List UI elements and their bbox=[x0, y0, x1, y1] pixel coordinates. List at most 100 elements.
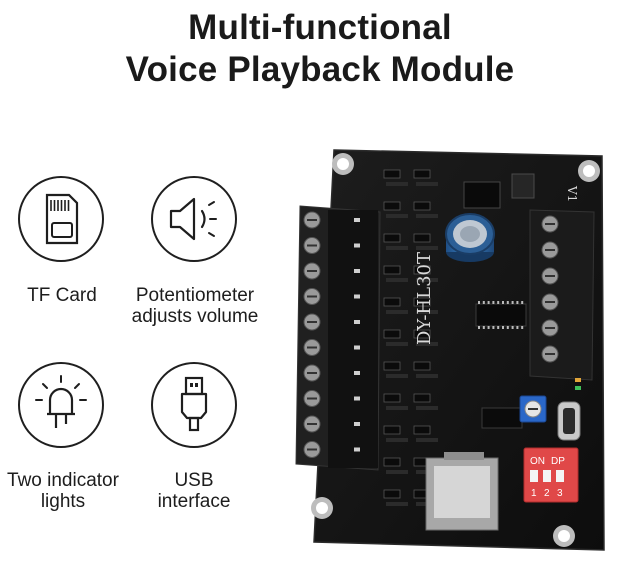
feature-label-potentiometer-line2: adjusts volume bbox=[131, 306, 259, 327]
feature-circle-tf-card bbox=[18, 176, 104, 262]
electrolytic-capacitor bbox=[445, 213, 495, 262]
voice-module-board-image: DY-HL30T V1 bbox=[268, 140, 640, 560]
smd-chip bbox=[413, 425, 431, 435]
regulator-chip bbox=[463, 181, 501, 209]
feature-label-indicator-line2: lights bbox=[40, 491, 86, 512]
feature-label-usb-line1: USB bbox=[174, 470, 214, 491]
terminal-screw bbox=[541, 215, 559, 233]
smd-resistor bbox=[386, 182, 408, 186]
terminal-screw bbox=[541, 241, 559, 259]
terminal-screw bbox=[541, 345, 559, 363]
smd-chip bbox=[383, 393, 401, 403]
smd-chip bbox=[383, 297, 401, 307]
dip-number-1: 1 bbox=[531, 488, 537, 499]
smd-chip bbox=[413, 361, 431, 371]
smd-resistor bbox=[386, 342, 408, 346]
usb-port bbox=[557, 401, 581, 441]
feature-label-indicator: Two indicator lights bbox=[0, 470, 130, 512]
right-terminal-screws bbox=[541, 215, 559, 363]
smd-resistor bbox=[416, 406, 438, 410]
potentiometer bbox=[519, 395, 547, 423]
dip-number-2: 2 bbox=[544, 488, 550, 499]
smd-chip bbox=[413, 233, 431, 243]
smd-chip bbox=[413, 393, 431, 403]
smd-resistor bbox=[386, 438, 408, 442]
dip-on-label: ON bbox=[530, 456, 545, 467]
pcb-board: DY-HL30T V1 bbox=[295, 149, 605, 551]
smd-resistor bbox=[386, 246, 408, 250]
feature-label-tf-card: TF Card bbox=[27, 285, 97, 306]
smd-chip bbox=[383, 201, 401, 211]
smd-resistor bbox=[416, 182, 438, 186]
page-title-line-1: Multi-functional bbox=[188, 8, 452, 47]
terminal-screw bbox=[303, 211, 360, 229]
smd-chip bbox=[383, 329, 401, 339]
terminal-screw bbox=[303, 339, 360, 356]
feature-label-usb: USB interface bbox=[136, 470, 252, 512]
smd-components bbox=[383, 169, 438, 506]
board-model-label: DY-HL30T bbox=[414, 252, 435, 345]
indicator-light-icon bbox=[35, 375, 87, 428]
smd-resistor bbox=[386, 470, 408, 474]
smd-chip bbox=[383, 265, 401, 275]
smd-resistor bbox=[386, 502, 408, 506]
feature-label-indicator-line1: Two indicator bbox=[7, 470, 119, 491]
usb-plug-icon bbox=[180, 376, 208, 432]
feature-label-potentiometer: Potentiometer adjusts volume bbox=[120, 285, 270, 327]
smd-chip bbox=[413, 169, 431, 179]
smd-chip bbox=[383, 169, 401, 179]
tf-card-icon bbox=[45, 193, 79, 245]
smd-resistor bbox=[416, 310, 438, 314]
smd-chip bbox=[413, 297, 431, 307]
smd-chip bbox=[413, 201, 431, 211]
smd-resistor bbox=[416, 342, 438, 346]
mounting-holes bbox=[311, 153, 600, 547]
board-version-label: V1 bbox=[565, 185, 579, 202]
terminal-screw bbox=[541, 267, 559, 285]
smd-resistor bbox=[386, 406, 408, 410]
left-terminal-screws bbox=[303, 211, 360, 458]
smd-resistor bbox=[416, 214, 438, 218]
smd-chip bbox=[413, 329, 431, 339]
smd-resistor bbox=[416, 374, 438, 378]
indicator-leds bbox=[575, 378, 581, 390]
terminal-screw bbox=[303, 288, 360, 305]
smd-resistor bbox=[386, 374, 408, 378]
inductor bbox=[511, 173, 535, 199]
terminal-screw bbox=[303, 390, 360, 407]
tf-card-slot bbox=[425, 452, 499, 531]
dip-dp-label: DP bbox=[551, 456, 565, 467]
terminal-screw bbox=[303, 237, 360, 254]
main-ic bbox=[475, 303, 527, 327]
smd-resistor bbox=[416, 278, 438, 282]
terminal-screw bbox=[303, 441, 360, 458]
smd-resistor bbox=[416, 246, 438, 250]
smd-chip bbox=[383, 457, 401, 467]
amplifier-ic bbox=[481, 407, 523, 429]
right-terminal-block bbox=[529, 209, 595, 381]
dip-number-3: 3 bbox=[557, 488, 563, 499]
feature-label-usb-line2: interface bbox=[157, 491, 231, 512]
page-title-line-2: Voice Playback Module bbox=[125, 50, 515, 89]
feature-circle-potentiometer bbox=[151, 176, 237, 262]
feature-circle-usb bbox=[151, 362, 237, 448]
smd-resistor bbox=[386, 214, 408, 218]
smd-chip bbox=[383, 489, 401, 499]
smd-chip bbox=[383, 361, 401, 371]
dip-switch: ON DP 1 2 3 bbox=[523, 447, 579, 503]
feature-label-potentiometer-line1: Potentiometer bbox=[135, 285, 255, 306]
terminal-screw bbox=[541, 319, 559, 337]
smd-resistor bbox=[416, 438, 438, 442]
smd-chip bbox=[413, 265, 431, 275]
smd-resistor bbox=[386, 278, 408, 282]
terminal-screw bbox=[541, 293, 559, 311]
smd-chip bbox=[383, 425, 401, 435]
feature-circle-indicator bbox=[18, 362, 104, 448]
terminal-screw bbox=[303, 364, 360, 382]
smd-resistor bbox=[386, 310, 408, 314]
smd-chip bbox=[383, 233, 401, 243]
speaker-volume-icon bbox=[169, 197, 217, 241]
terminal-screw bbox=[303, 262, 360, 280]
terminal-screw bbox=[303, 313, 360, 331]
terminal-screw bbox=[303, 415, 360, 433]
